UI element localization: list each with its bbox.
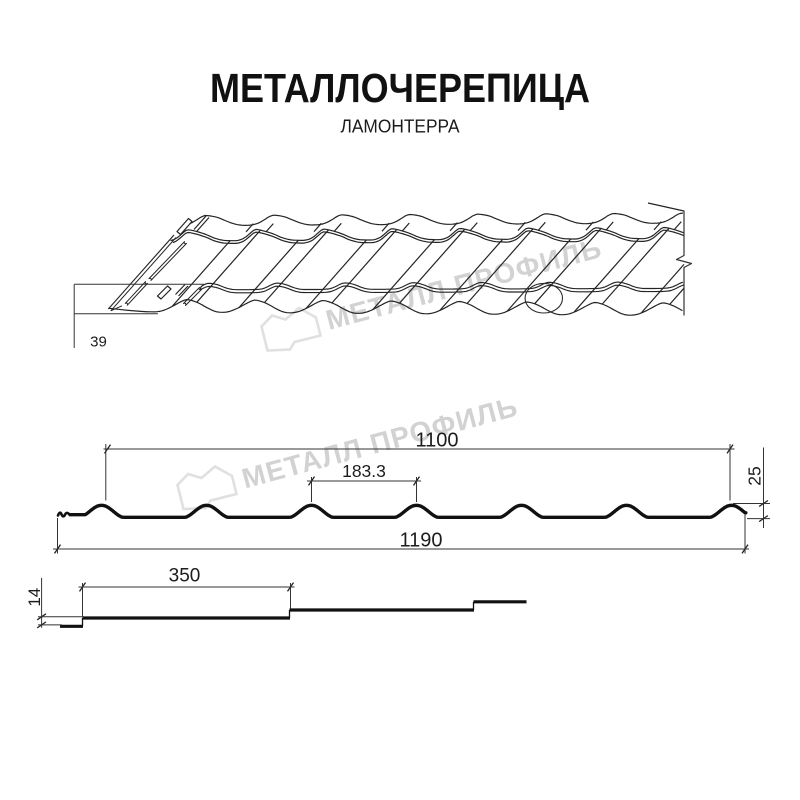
svg-text:39: 39 bbox=[90, 334, 107, 351]
svg-text:1100: 1100 bbox=[415, 430, 458, 452]
svg-text:25: 25 bbox=[745, 466, 765, 485]
svg-text:350: 350 bbox=[169, 566, 201, 587]
svg-text:183.3: 183.3 bbox=[342, 461, 386, 481]
svg-text:МЕТАЛЛОЧЕРЕПИЦА: МЕТАЛЛОЧЕРЕПИЦА bbox=[210, 65, 590, 111]
svg-text:ЛАМОНТЕРРА: ЛАМОНТЕРРА bbox=[341, 116, 461, 137]
svg-text:1190: 1190 bbox=[399, 530, 442, 552]
svg-text:14: 14 bbox=[25, 588, 44, 607]
